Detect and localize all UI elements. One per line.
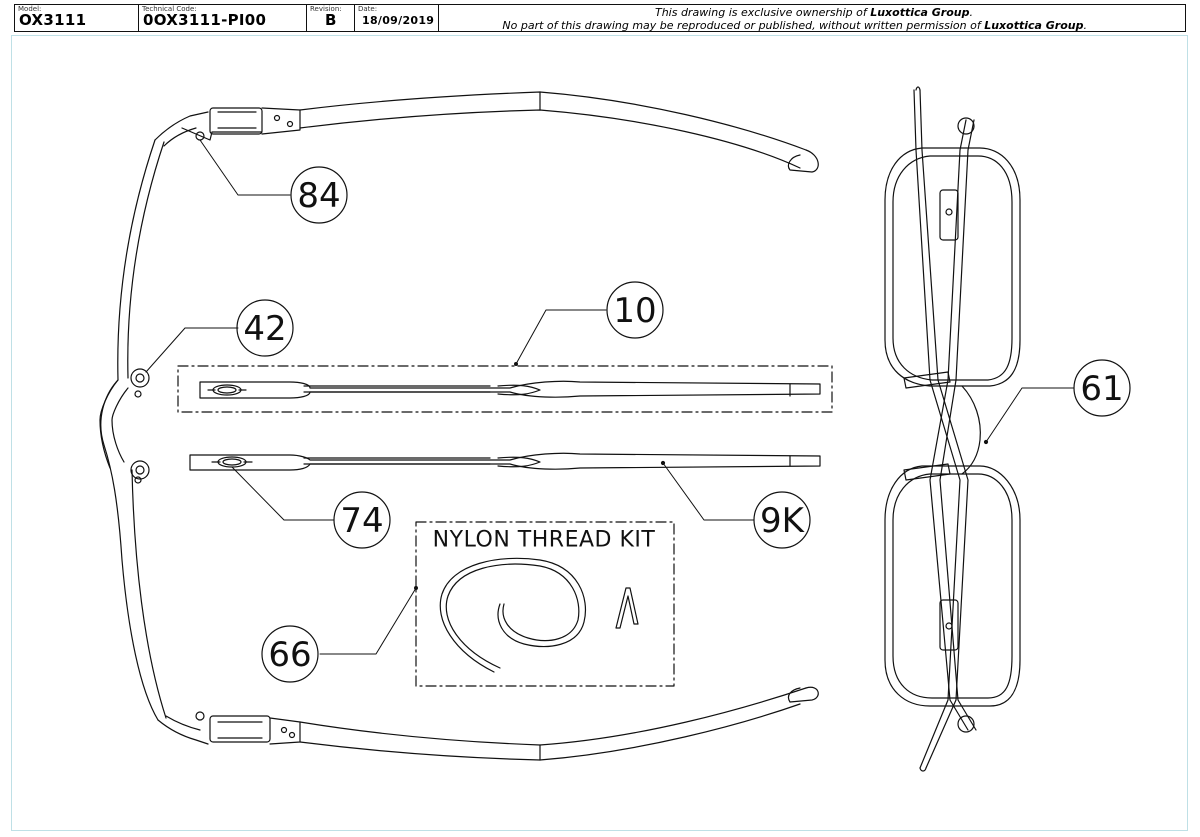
temple-part-10: [199, 380, 821, 399]
callout-circle-66: [261, 625, 319, 683]
callout-84: 84: [297, 176, 340, 216]
callout-circle-84: [290, 166, 348, 224]
revision-label: Revision:: [310, 5, 342, 13]
date-label: Date:: [358, 5, 378, 13]
callout-circle-42: [236, 299, 294, 357]
leader-74: [231, 466, 335, 521]
callout-61: 61: [1080, 369, 1123, 409]
date-value: 18/09/2019: [362, 14, 435, 27]
title-block: Model: OX3111 Technical Code: 0OX3111-PI…: [14, 4, 1186, 32]
part-10-outline: [177, 365, 833, 413]
leader-84: [199, 139, 291, 196]
technical-code-value: 0OX3111-PI00: [143, 11, 267, 29]
nylon-thread-tool: [615, 587, 639, 629]
model-cell: Model: OX3111: [15, 5, 139, 31]
front-frame-top-view: [99, 91, 819, 761]
ownership-notice-line-1: This drawing is exclusive ownership of L…: [654, 6, 973, 19]
callout-10: 10: [613, 291, 656, 331]
ownership-notice-cell: This drawing is exclusive ownership of L…: [439, 5, 1185, 32]
callout-42: 42: [243, 309, 286, 349]
callout-circle-74: [333, 491, 391, 549]
model-label: Model:: [18, 5, 42, 13]
technical-code-label: Technical Code:: [142, 5, 197, 13]
model-value: OX3111: [19, 11, 87, 29]
revision-cell: Revision: B: [307, 5, 355, 31]
callout-circle-10: [606, 281, 664, 339]
nylon-kit-box: [415, 521, 675, 687]
leader-42: [145, 327, 239, 373]
leader-61: [985, 387, 1075, 443]
callout-circle-9k: [753, 491, 811, 549]
temple-part-9k: [189, 452, 821, 471]
leader-lines: [145, 139, 1075, 655]
nylon-thread-coil: [439, 557, 586, 673]
callout-74: 74: [340, 501, 383, 541]
leader-9k: [662, 462, 755, 521]
ownership-notice-line-2: No part of this drawing may be reproduce…: [502, 19, 1087, 32]
callout-9k: 9K: [760, 501, 806, 541]
date-cell: Date: 18/09/2019: [355, 5, 439, 31]
technical-code-cell: Technical Code: 0OX3111-PI00: [139, 5, 307, 31]
folded-frame-view: [884, 86, 1021, 772]
drawing-border: [11, 35, 1188, 831]
callout-66: 66: [268, 635, 311, 675]
nylon-kit-title: NYLON THREAD KIT: [433, 528, 656, 553]
leader-10: [515, 309, 607, 365]
revision-value: B: [325, 11, 337, 29]
leader-66: [319, 587, 417, 655]
callout-circle-61: [1073, 359, 1131, 417]
